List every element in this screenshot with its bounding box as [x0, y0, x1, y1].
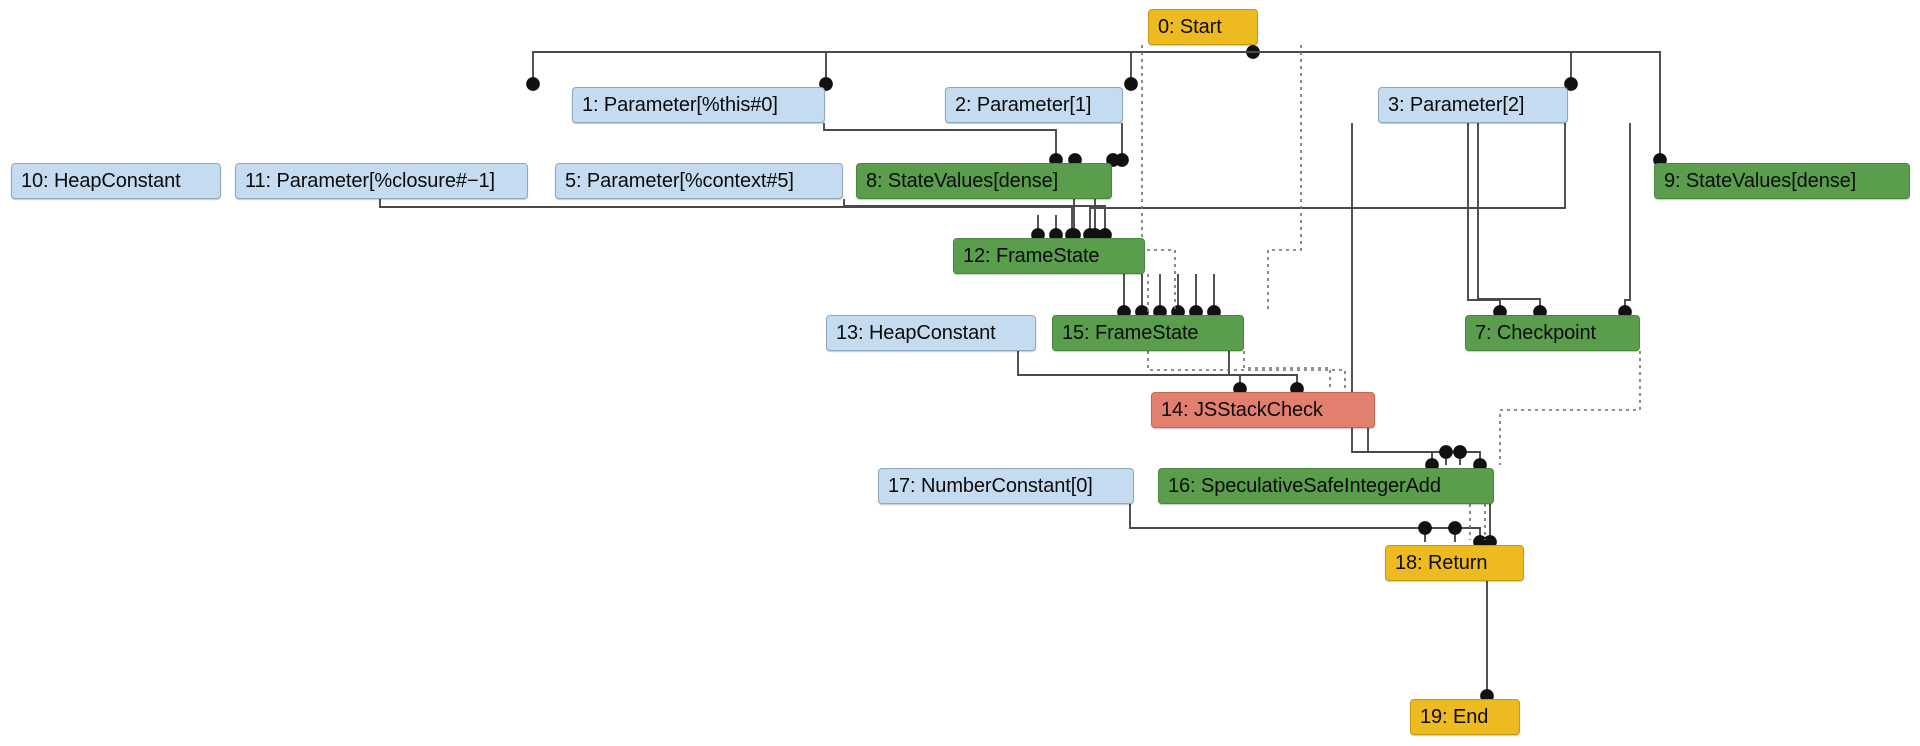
node-11-parameter-closure[interactable]: 11: Parameter[%closure#−1] — [235, 163, 528, 199]
node-8-statevalues[interactable]: 8: StateValues[dense] — [856, 163, 1112, 199]
node-9-statevalues[interactable]: 9: StateValues[dense] — [1654, 163, 1910, 199]
node-1-parameter-this[interactable]: 1: Parameter[%this#0] — [572, 87, 825, 123]
node-7-checkpoint[interactable]: 7: Checkpoint — [1465, 315, 1640, 351]
node-0-start[interactable]: 0: Start — [1148, 9, 1258, 45]
solid-edges — [379, 45, 1667, 703]
node-18-return[interactable]: 18: Return — [1385, 545, 1524, 581]
node-15-framestate[interactable]: 15: FrameState — [1052, 315, 1244, 351]
node-17-numberconstant[interactable]: 17: NumberConstant[0] — [878, 468, 1134, 504]
node-3-parameter-2[interactable]: 3: Parameter[2] — [1378, 87, 1568, 123]
dashed-control-edges — [1141, 45, 1641, 540]
node-12-framestate[interactable]: 12: FrameState — [953, 238, 1145, 274]
node-16-speculativesafeintegeradd[interactable]: 16: SpeculativeSafeIntegerAdd — [1158, 468, 1494, 504]
node-5-parameter-context[interactable]: 5: Parameter[%context#5] — [555, 163, 843, 199]
node-19-end[interactable]: 19: End — [1410, 699, 1520, 735]
node-2-parameter-1[interactable]: 2: Parameter[1] — [945, 87, 1123, 123]
node-13-heapconstant[interactable]: 13: HeapConstant — [826, 315, 1036, 351]
node-10-heapconstant[interactable]: 10: HeapConstant — [11, 163, 221, 199]
node-14-jsstackcheck[interactable]: 14: JSStackCheck — [1151, 392, 1375, 428]
